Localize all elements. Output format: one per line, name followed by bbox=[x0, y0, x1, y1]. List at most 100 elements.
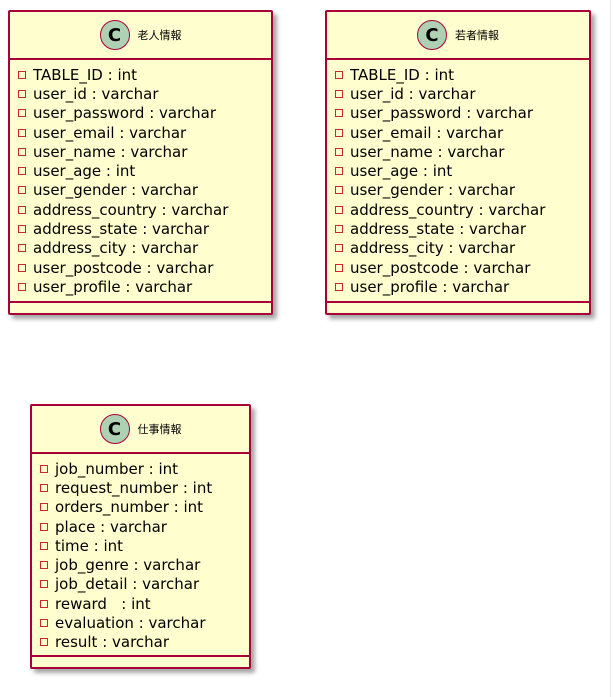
private-square-icon bbox=[40, 503, 48, 512]
attribute: evaluation : varchar bbox=[40, 613, 249, 632]
private-square-icon bbox=[335, 205, 343, 214]
attribute: user_name : varchar bbox=[18, 142, 271, 161]
attribute-text: user_name : varchar bbox=[350, 142, 505, 161]
methods-compartment bbox=[10, 301, 271, 313]
attribute-text: user_id : varchar bbox=[33, 84, 159, 103]
private-square-icon bbox=[18, 205, 26, 214]
private-square-icon bbox=[335, 263, 343, 272]
attribute: user_password : varchar bbox=[335, 104, 589, 123]
private-square-icon bbox=[18, 128, 26, 137]
attribute-text: user_postcode : varchar bbox=[33, 258, 214, 277]
attribute-text: job_detail : varchar bbox=[55, 575, 200, 594]
attribute: job_genre : varchar bbox=[40, 555, 249, 574]
attribute-text: address_state : varchar bbox=[350, 220, 527, 239]
attribute-text: user_gender : varchar bbox=[350, 181, 515, 200]
class-elderly-info[interactable]: C 老人情報 TABLE_ID : int user_id : varchar … bbox=[8, 10, 273, 315]
attribute-text: place : varchar bbox=[55, 517, 167, 536]
class-job-info[interactable]: C 仕事情報 job_number : int request_number :… bbox=[30, 404, 251, 669]
attribute-text: address_city : varchar bbox=[33, 239, 199, 258]
attribute-list: TABLE_ID : int user_id : varchar user_pa… bbox=[10, 60, 271, 297]
private-square-icon bbox=[18, 225, 26, 234]
attribute: job_number : int bbox=[40, 459, 249, 478]
attribute: address_city : varchar bbox=[18, 239, 271, 258]
private-square-icon bbox=[18, 282, 26, 291]
attribute: user_name : varchar bbox=[335, 142, 589, 161]
private-square-icon bbox=[18, 244, 26, 253]
canvas-edge bbox=[610, 0, 611, 697]
class-title: 仕事情報 bbox=[137, 423, 182, 436]
private-square-icon bbox=[40, 522, 48, 531]
private-square-icon bbox=[18, 89, 26, 98]
attribute-text: user_age : int bbox=[33, 162, 136, 181]
private-square-icon bbox=[40, 541, 48, 550]
attribute-text: user_email : varchar bbox=[33, 123, 187, 142]
attribute: address_country : varchar bbox=[18, 200, 271, 219]
attribute-text: user_id : varchar bbox=[350, 84, 476, 103]
attribute-text: user_email : varchar bbox=[350, 123, 504, 142]
private-square-icon bbox=[40, 464, 48, 473]
private-square-icon bbox=[335, 186, 343, 195]
private-square-icon bbox=[18, 186, 26, 195]
private-square-icon bbox=[335, 109, 343, 118]
attribute: user_postcode : varchar bbox=[18, 258, 271, 277]
attribute: user_age : int bbox=[335, 161, 589, 180]
class-header: C 若者情報 bbox=[327, 12, 589, 60]
attribute-text: user_name : varchar bbox=[33, 142, 188, 161]
attribute-text: user_password : varchar bbox=[33, 104, 217, 123]
private-square-icon bbox=[18, 70, 26, 79]
private-square-icon bbox=[335, 167, 343, 176]
private-square-icon bbox=[40, 619, 48, 628]
private-square-icon bbox=[40, 483, 48, 492]
attribute: result : varchar bbox=[40, 633, 249, 652]
attribute-text: user_password : varchar bbox=[350, 104, 534, 123]
class-header: C 仕事情報 bbox=[32, 406, 249, 454]
private-square-icon bbox=[335, 147, 343, 156]
methods-compartment bbox=[32, 655, 249, 667]
attribute-list: TABLE_ID : int user_id : varchar user_pa… bbox=[327, 60, 589, 297]
attribute-text: reward : int bbox=[55, 594, 151, 613]
attribute: address_state : varchar bbox=[18, 219, 271, 238]
private-square-icon bbox=[40, 561, 48, 570]
attribute-text: user_age : int bbox=[350, 162, 453, 181]
attribute: job_detail : varchar bbox=[40, 575, 249, 594]
attribute-text: address_state : varchar bbox=[33, 220, 210, 239]
attribute-list: job_number : int request_number : int or… bbox=[32, 454, 249, 652]
private-square-icon bbox=[40, 580, 48, 589]
private-square-icon bbox=[18, 263, 26, 272]
attribute-text: TABLE_ID : int bbox=[33, 65, 138, 84]
attribute-text: TABLE_ID : int bbox=[350, 65, 455, 84]
attribute-text: orders_number : int bbox=[55, 498, 204, 517]
attribute: user_age : int bbox=[18, 161, 271, 180]
attribute: user_email : varchar bbox=[335, 123, 589, 142]
private-square-icon bbox=[18, 109, 26, 118]
attribute-text: request_number : int bbox=[55, 478, 213, 497]
class-c-icon: C bbox=[417, 20, 447, 50]
attribute-text: user_profile : varchar bbox=[33, 277, 193, 296]
attribute-text: user_profile : varchar bbox=[350, 277, 510, 296]
attribute-text: evaluation : varchar bbox=[55, 614, 206, 633]
attribute: place : varchar bbox=[40, 517, 249, 536]
private-square-icon bbox=[335, 225, 343, 234]
attribute-text: address_city : varchar bbox=[350, 239, 516, 258]
methods-compartment bbox=[327, 301, 589, 313]
attribute: user_password : varchar bbox=[18, 104, 271, 123]
private-square-icon bbox=[335, 70, 343, 79]
private-square-icon bbox=[335, 282, 343, 291]
private-square-icon bbox=[335, 89, 343, 98]
attribute-text: user_gender : varchar bbox=[33, 181, 198, 200]
attribute-text: address_country : varchar bbox=[350, 200, 546, 219]
attribute-text: job_number : int bbox=[55, 459, 179, 478]
class-header: C 老人情報 bbox=[10, 12, 271, 60]
attribute: address_country : varchar bbox=[335, 200, 589, 219]
attribute-text: result : varchar bbox=[55, 633, 170, 652]
class-c-icon: C bbox=[99, 20, 130, 50]
attribute: user_id : varchar bbox=[335, 84, 589, 103]
attribute: address_state : varchar bbox=[335, 219, 589, 238]
class-youth-info[interactable]: C 若者情報 TABLE_ID : int user_id : varchar … bbox=[325, 10, 591, 315]
attribute: request_number : int bbox=[40, 478, 249, 497]
attribute: user_id : varchar bbox=[18, 84, 271, 103]
private-square-icon bbox=[40, 599, 48, 608]
private-square-icon bbox=[335, 128, 343, 137]
attribute: user_profile : varchar bbox=[18, 277, 271, 296]
attribute: user_gender : varchar bbox=[335, 181, 589, 200]
